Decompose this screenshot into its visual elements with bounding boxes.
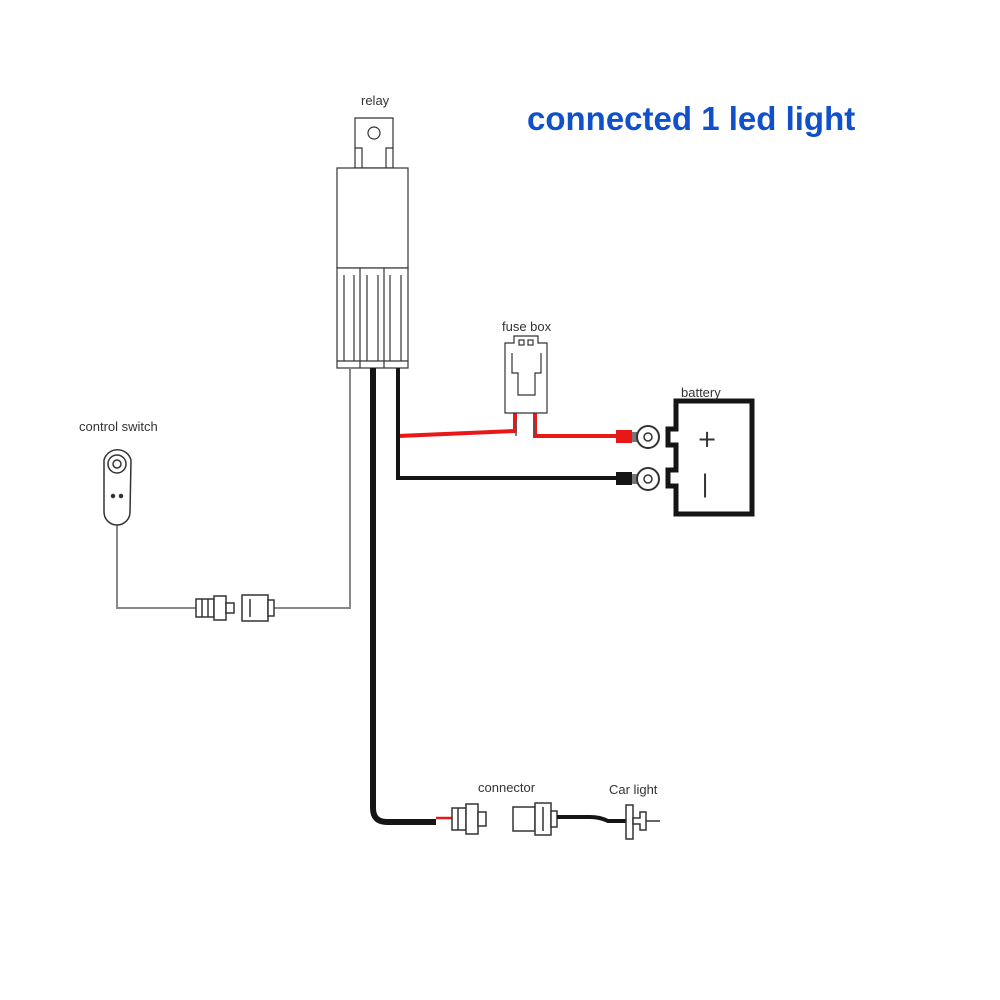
car-light — [625, 804, 660, 840]
switch-connector-male — [195, 595, 235, 621]
control-switch-label: control switch — [79, 419, 158, 434]
red-wire-to-battery — [533, 413, 618, 438]
battery-positive-symbol: + — [697, 425, 717, 453]
light-connector-male — [451, 803, 487, 835]
fuse-box-label: fuse box — [502, 319, 552, 334]
light-power-wire — [370, 368, 436, 825]
car-light-label: Car light — [609, 782, 658, 797]
control-switch — [103, 448, 132, 526]
car-light-wire — [557, 815, 626, 823]
relay-body — [336, 167, 409, 269]
relay-base — [336, 267, 409, 369]
battery — [665, 398, 755, 517]
red-wire-to-fuse — [396, 368, 517, 439]
switch-signal-wire — [272, 368, 351, 609]
battery-negative-symbol: | — [701, 470, 709, 498]
ground-wire — [396, 368, 618, 480]
relay-label: relay — [361, 93, 390, 108]
relay-mount-hole — [367, 126, 381, 140]
light-connector-female — [512, 802, 558, 836]
fuse-box — [504, 335, 548, 414]
switch-connector-female — [241, 594, 275, 622]
ring-terminal-positive — [616, 425, 660, 449]
switch-wire — [116, 525, 196, 609]
battery-label: battery — [681, 385, 721, 400]
relay — [336, 117, 409, 369]
connector-label: connector — [478, 780, 536, 795]
ring-terminal-negative — [616, 467, 660, 491]
diagram-title: connected 1 led light — [527, 100, 855, 137]
